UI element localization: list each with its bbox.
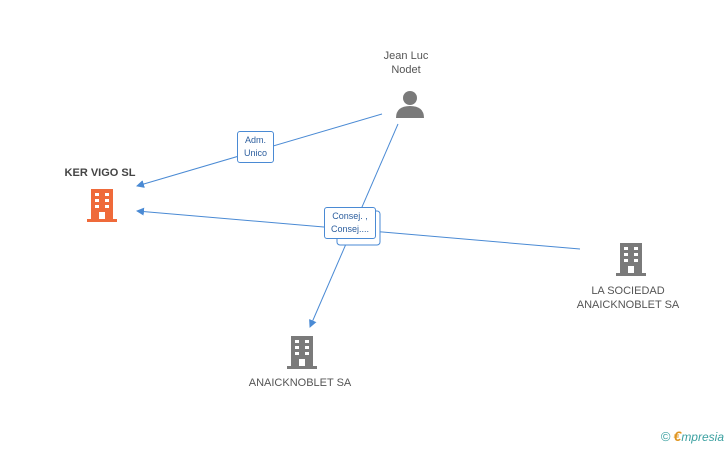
edge-label-consej-line1: Consej. , bbox=[332, 211, 368, 221]
person-name-line2: Nodet bbox=[391, 64, 421, 76]
edge-label-consej-line2: Consej.... bbox=[331, 224, 370, 234]
person-icon[interactable] bbox=[395, 90, 425, 118]
edge-label-adm-line1: Adm. bbox=[245, 135, 267, 145]
copyright-symbol: © bbox=[660, 429, 671, 444]
edge-label-adm-line2: Unico bbox=[244, 148, 268, 158]
node-label-person: Jean Luc Nodet bbox=[370, 49, 442, 77]
empresia-watermark: ©€mpresia bbox=[661, 428, 724, 444]
sociedad-name-line1: LA SOCIEDAD bbox=[591, 285, 665, 297]
node-label-kervigo: KER VIGO SL bbox=[64, 167, 136, 179]
empresia-logo-text: mpresia bbox=[681, 430, 724, 444]
person-name-line1: Jean Luc bbox=[383, 50, 429, 62]
edge-label-adm-unico[interactable]: Adm. Unico bbox=[237, 131, 275, 163]
edge-label-consej[interactable]: Consej. , Consej.... bbox=[324, 207, 377, 239]
building-icon-kervigo[interactable] bbox=[87, 189, 117, 223]
node-label-anaicknoblet: ANAICKNOBLET SA bbox=[248, 377, 352, 389]
building-icon-anaicknoblet[interactable] bbox=[287, 336, 317, 370]
node-label-sociedad: LA SOCIEDAD ANAICKNOBLET SA bbox=[568, 284, 688, 312]
sociedad-name-line2: ANAICKNOBLET SA bbox=[576, 299, 680, 311]
empresia-logo-initial: € bbox=[673, 428, 682, 444]
building-icon-sociedad[interactable] bbox=[616, 243, 646, 277]
